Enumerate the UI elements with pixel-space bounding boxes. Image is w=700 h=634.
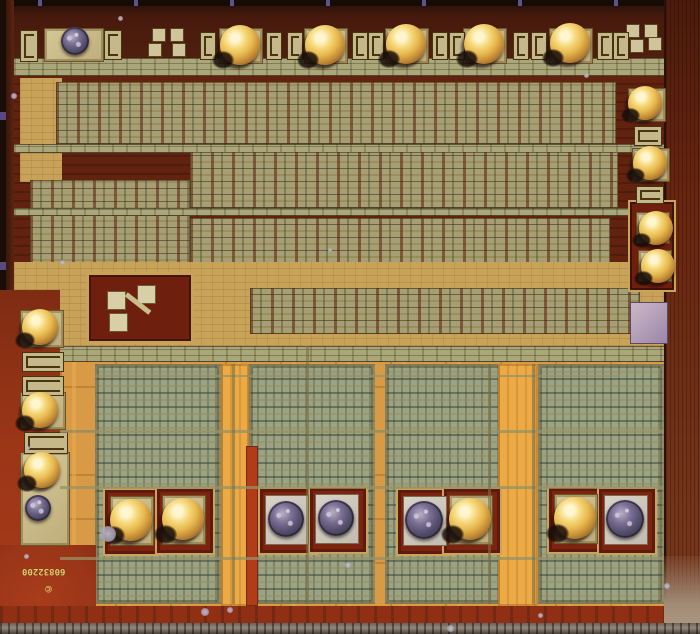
test-structure <box>86 272 194 344</box>
gold-ball-bond <box>378 24 426 68</box>
gold-ball-bond <box>634 249 675 287</box>
alignment-square <box>172 43 186 57</box>
dust-speck <box>446 624 454 632</box>
left-margin-circuitry <box>20 78 62 182</box>
dust-speck <box>583 72 589 78</box>
metal-bus-band <box>14 208 666 216</box>
logic-row <box>250 288 640 334</box>
test-pad <box>104 30 122 60</box>
sheared-ball-bond <box>268 501 304 537</box>
alignment-square <box>648 37 662 51</box>
alignment-square <box>170 28 184 42</box>
test-pad <box>352 32 368 60</box>
dust-speck <box>59 259 65 265</box>
cell-array-column <box>385 364 511 604</box>
dust-speck <box>227 607 233 613</box>
metal-bus-line <box>60 430 664 433</box>
gold-ball-bond <box>16 452 60 492</box>
test-pad <box>513 32 529 60</box>
cell-array-column <box>538 364 664 604</box>
sheared-ball-bond <box>405 501 443 539</box>
alignment-square <box>626 24 640 38</box>
sheared-ball-bond <box>606 500 644 538</box>
test-pad <box>24 432 68 454</box>
gold-ball-bond <box>101 499 152 546</box>
sheared-ball-bond <box>25 495 51 521</box>
dust-speck <box>664 583 670 589</box>
sheared-ball-bond <box>318 500 354 536</box>
die-top-edge <box>0 0 700 6</box>
metal-bus-line <box>60 557 664 560</box>
test-pad <box>613 32 629 60</box>
alignment-square <box>152 28 166 42</box>
metal-bus-band <box>58 346 664 362</box>
metal-bus-line <box>306 346 309 604</box>
metal-bus-line <box>60 486 664 489</box>
alignment-mark <box>146 26 186 58</box>
gold-ball-bond <box>621 86 662 124</box>
power-bus <box>221 364 249 606</box>
cell-array-column <box>95 364 221 604</box>
alignment-square <box>644 24 658 38</box>
gold-ball-bond <box>14 392 58 432</box>
test-pad <box>20 30 38 62</box>
dust-speck <box>23 553 29 559</box>
logic-row <box>190 218 610 264</box>
metal-bus-line <box>232 364 235 604</box>
dust-speck <box>345 562 351 568</box>
test-pad <box>597 32 613 60</box>
die-bottom-edge <box>0 623 700 634</box>
test-pad-square <box>107 291 126 310</box>
alignment-square <box>630 39 644 53</box>
gold-ball-bond <box>153 498 204 545</box>
alignment-mark <box>620 22 662 54</box>
dust-speck <box>201 608 209 616</box>
power-bus <box>498 364 538 606</box>
gold-ball-bond <box>297 25 345 69</box>
gold-ball-bond <box>632 211 673 249</box>
gold-ball-bond <box>440 498 491 545</box>
red-power-stripe <box>246 446 258 606</box>
logic-row <box>190 152 618 208</box>
test-pad-square <box>109 313 128 332</box>
copyright-mark: © <box>44 583 53 593</box>
dust-speck <box>328 248 332 252</box>
logic-row <box>56 82 616 144</box>
die-bottom-right-corner <box>664 556 700 634</box>
test-pad <box>432 32 448 60</box>
die-right-border <box>664 0 700 634</box>
bond-pad-lifted <box>630 302 668 344</box>
gold-ball-bond <box>545 497 596 544</box>
gold-ball-bond <box>14 309 58 349</box>
test-pad <box>266 32 282 60</box>
dust-speck <box>537 612 543 618</box>
test-pad <box>634 126 662 146</box>
test-pad <box>22 352 64 372</box>
test-pad-square <box>137 285 156 304</box>
gold-ball-bond <box>456 24 504 68</box>
test-pad <box>200 32 216 60</box>
cell-array-column <box>249 364 375 604</box>
gold-ball-bond <box>212 25 260 69</box>
dust-speck <box>26 446 30 450</box>
test-pad <box>636 186 664 204</box>
dust-speck <box>11 93 17 99</box>
gold-ball-bond <box>542 23 590 67</box>
sheared-ball-bond <box>61 27 89 55</box>
dust-speck <box>100 526 116 542</box>
metal-bus-line <box>532 364 535 604</box>
dust-speck <box>117 15 123 21</box>
metal-bus-band <box>14 144 666 153</box>
metal-bus-line <box>488 364 491 604</box>
gold-ball-bond <box>626 146 667 184</box>
test-pad <box>531 32 547 60</box>
die-marking-text: 60832200 <box>22 566 66 576</box>
metal-bus-line <box>95 375 620 377</box>
alignment-square <box>148 43 162 57</box>
